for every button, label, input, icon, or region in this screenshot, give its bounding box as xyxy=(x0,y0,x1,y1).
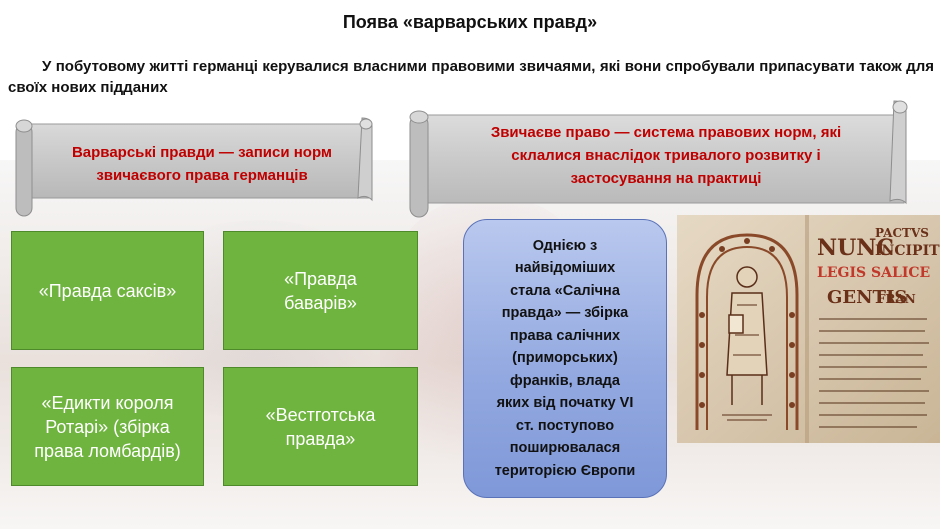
intro-paragraph: У побутовому житті германці керувалися в… xyxy=(8,56,934,98)
scroll-line: звичаєвого права германців xyxy=(96,167,308,184)
law-code-line: баварів» xyxy=(284,292,357,313)
law-code-line: Ротарі» (збірка xyxy=(45,416,170,437)
law-code-box: «Правда саксів» xyxy=(11,231,204,350)
law-code-line: «Едикти короля xyxy=(41,392,174,413)
card-line: поширювалася xyxy=(509,440,621,457)
manuscript-heading: FRAN xyxy=(877,292,916,306)
card-line: франків, влада xyxy=(510,372,620,389)
law-code-line: права ломбардів) xyxy=(34,440,181,461)
manuscript-heading: LEGIS SALICE xyxy=(817,265,930,281)
card-line: яких від початку VI xyxy=(496,395,634,412)
card-line: стала «Салічна xyxy=(510,282,620,299)
manuscript-heading: INCIPIT xyxy=(875,243,940,259)
law-code-line: «Правда xyxy=(284,268,357,289)
law-code-line: «Вестготська xyxy=(265,404,376,425)
scroll-definition-customary-law: Звичаєве право — система правових норм, … xyxy=(404,97,914,219)
intro-text: У побутовому житті германці керувалися в… xyxy=(8,58,934,96)
card-line: ст. поступово xyxy=(515,417,615,434)
scroll-shape-icon xyxy=(409,100,908,218)
card-line: правда» — збірка xyxy=(501,305,629,322)
card-line: найвідоміших xyxy=(514,260,616,277)
manuscript-heading: PACTVS xyxy=(875,226,929,240)
law-code-line: правда» xyxy=(285,428,356,449)
manuscript-heading: GENTIS xyxy=(827,287,907,308)
manuscript-illustration-icon: NUNC INCIPIT PACTVS LEGIS SALICE GENTIS … xyxy=(677,215,940,443)
scroll-shape-icon xyxy=(15,117,373,217)
card-line: права салічних xyxy=(509,327,621,344)
law-code-box: «Вестготська правда» xyxy=(223,367,418,486)
card-line: територією Європи xyxy=(494,462,636,479)
scroll-line: Варварські правди — записи норм xyxy=(71,144,333,161)
card-line: (приморських) xyxy=(512,350,618,367)
law-code-box: «Едикти короля Ротарі» (збірка права лом… xyxy=(11,367,204,486)
salic-law-card: Однією з найвідоміших стала «Салічна пра… xyxy=(463,219,667,498)
card-line: Однією з xyxy=(532,237,598,254)
scroll-line: склалися внаслідок тривалого розвитку і xyxy=(511,147,821,164)
scroll-definition-barbarian-laws: Варварські правди — записи норм звичаєво… xyxy=(10,114,378,218)
scroll-line: застосування на практиці xyxy=(570,170,762,187)
scroll-line: Звичаєве право — система правових норм, … xyxy=(490,124,842,141)
law-code-line: «Правда саксів» xyxy=(38,280,177,301)
manuscript-heading: NUNC xyxy=(817,235,894,261)
law-code-box: «Правда баварів» xyxy=(223,231,418,350)
slide-title: Поява «варварських правд» xyxy=(342,12,598,32)
